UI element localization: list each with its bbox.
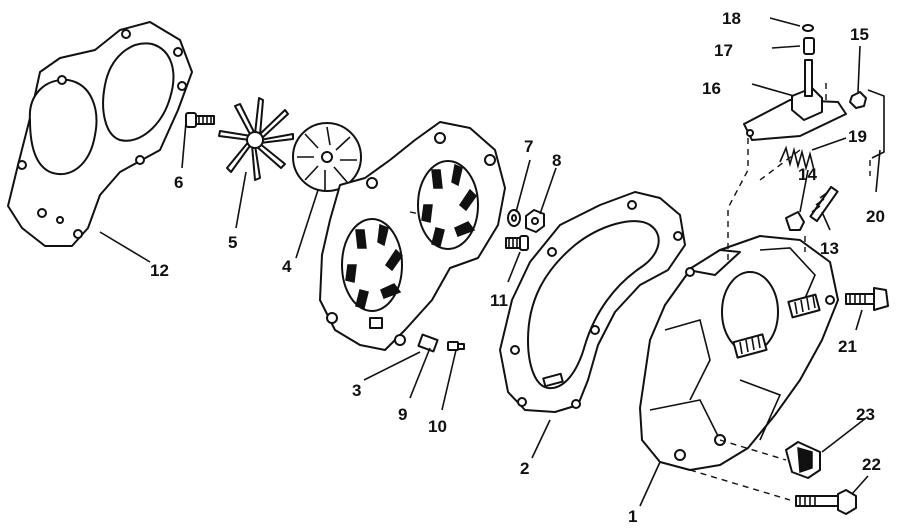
- callout-18: 18: [722, 9, 741, 28]
- callout-17: 17: [714, 41, 733, 60]
- callout-1: 1: [628, 507, 637, 526]
- callout-2: 2: [520, 459, 529, 478]
- callout-6: 6: [174, 173, 183, 192]
- part-12-gasket: [7, 21, 193, 247]
- part-13-screw: [809, 185, 839, 223]
- callout-16: 16: [702, 79, 721, 98]
- part-17-bushing: [803, 37, 815, 55]
- callout-10: 10: [428, 417, 447, 436]
- callout-3: 3: [352, 381, 361, 400]
- callout-21: 21: [838, 337, 857, 356]
- part-10-screw: [447, 341, 465, 351]
- assembly-lines: [409, 80, 871, 501]
- part-8-nut: [525, 209, 545, 233]
- callout-22: 22: [862, 455, 881, 474]
- callout-23: 23: [856, 405, 875, 424]
- part-7-washer: [507, 209, 521, 227]
- part-18-ring: [802, 24, 814, 32]
- callout-19: 19: [848, 127, 867, 146]
- part-4-plate: [292, 122, 362, 192]
- part-22-bolt: [795, 489, 857, 515]
- part-15-nut: [849, 91, 867, 109]
- part-9-pin: [417, 333, 439, 353]
- callout-12: 12: [150, 261, 169, 280]
- callout-11: 11: [490, 291, 508, 310]
- part-5-impeller: [218, 97, 294, 181]
- part-3-pump-body: [319, 121, 506, 351]
- part-23-clip: [785, 441, 821, 479]
- callout-labels: 1 2 3 4 5 6 7 8 9 10 11 12 13 14 15 16 1…: [150, 9, 885, 526]
- part-14-spacer: [785, 211, 805, 231]
- shaft: [804, 59, 813, 97]
- part-21-bolt: [845, 287, 889, 311]
- callout-20: 20: [866, 207, 885, 226]
- part-19-spring: [779, 145, 815, 172]
- part-6-screw: [185, 112, 215, 128]
- part-16-lever: [743, 87, 847, 141]
- callout-8: 8: [552, 151, 561, 170]
- callout-9: 9: [398, 405, 407, 424]
- callout-4: 4: [282, 257, 292, 276]
- callout-15: 15: [850, 25, 869, 44]
- part-1-housing: [639, 235, 839, 471]
- part-20-link-rod: [867, 89, 885, 159]
- callout-5: 5: [228, 233, 237, 252]
- part-2-gasket: [499, 191, 686, 413]
- callout-7: 7: [524, 137, 533, 156]
- leader-lines: [99, 17, 881, 507]
- callout-13: 13: [820, 239, 839, 258]
- part-11-screw: [505, 235, 529, 251]
- callout-14: 14: [798, 165, 817, 184]
